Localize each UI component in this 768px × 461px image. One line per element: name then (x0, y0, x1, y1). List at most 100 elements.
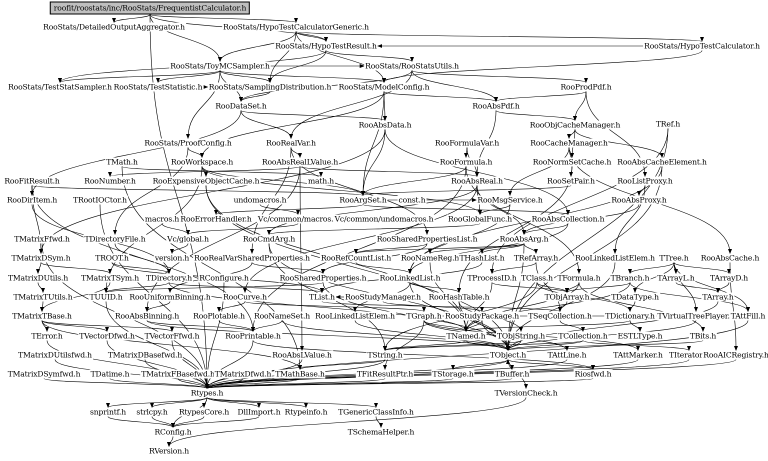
node-linkedlist[interactable]: RooLinkedList.h (378, 273, 442, 283)
node-abspdf[interactable]: RooAbsPdf.h (471, 101, 521, 111)
node-tvffwd[interactable]: TVectorFfwd.h (143, 331, 201, 341)
node-tvtp[interactable]: TVirtualTreePlayer.h (656, 311, 736, 321)
node-tref[interactable]: TRef.h (654, 119, 682, 129)
node-sharedpl[interactable]: RooSharedPropertiesList.h (375, 234, 479, 244)
node-tdatatype[interactable]: TDataType.h (610, 292, 660, 302)
node-prodpdf[interactable]: RooProdPdf.h (559, 82, 613, 92)
node-titerator[interactable]: TIterator.h (668, 350, 710, 360)
node-absbin[interactable]: RooAbsBinning.h (113, 311, 181, 321)
node-argset[interactable]: RooArgSet.h (338, 195, 388, 205)
node-rsutils[interactable]: RooStats/RooStatsUtils.h (364, 61, 460, 71)
node-tmdsym[interactable]: TMatrixDSym.h (10, 253, 72, 263)
node-listproxy[interactable]: RooListProxy.h (616, 176, 674, 186)
node-normset[interactable]: RooNormSetCache.h (531, 157, 613, 167)
node-tgci[interactable]: TGenericClassInfo.h (337, 407, 415, 417)
node-tcoll[interactable]: TCollection.h (557, 331, 609, 341)
node-terror[interactable]: TError.h (30, 331, 64, 341)
node-vcmacros[interactable]: Vc/common/macros.h (256, 214, 340, 224)
node-tobjarray[interactable]: TObjArray.h (543, 292, 591, 302)
node-rconfigure[interactable]: RConfigure.h (198, 273, 250, 283)
node-unibin[interactable]: RooUniformBinning.h (128, 292, 212, 302)
node-tuuid[interactable]: TUUID.h (88, 292, 124, 302)
node-tmtutils[interactable]: TMatrixTUtils.h (12, 292, 74, 302)
node-dllimport[interactable]: DllImport.h (236, 407, 282, 417)
node-curve[interactable]: RooCurve.h (222, 292, 268, 302)
node-number[interactable]: RooNumber.h (83, 176, 137, 186)
node-htc[interactable]: RooStats/HypoTestCalculator.h (643, 41, 761, 51)
node-tseqcoll[interactable]: TSeqCollection.h (527, 311, 593, 321)
node-nameset[interactable]: RooNameSet.h (253, 311, 311, 321)
node-tclass[interactable]: TClass.h (520, 273, 554, 283)
node-rversion[interactable]: RVersion.h (148, 446, 190, 456)
node-absdata[interactable]: RooAbsData.h (357, 120, 413, 130)
node-plotable[interactable]: RooPlotable.h (192, 311, 246, 321)
node-dataset[interactable]: RooDataSet.h (214, 101, 268, 111)
node-absarg[interactable]: RooAbsArg.h (498, 234, 550, 244)
node-tdirectory[interactable]: TDirectory.h (145, 273, 193, 283)
node-errh[interactable]: RooErrorHandler.h (179, 214, 253, 224)
node-printable[interactable]: RooPrintable.h (224, 331, 282, 341)
node-tmath[interactable]: TMath.h (105, 157, 139, 167)
node-absvalue[interactable]: RooAbsLValue.h (271, 350, 333, 360)
node-tarrayl[interactable]: TArrayL.h (656, 273, 696, 283)
node-troot[interactable]: TROOT.h (94, 253, 130, 263)
node-absreal[interactable]: RooAbsReal.h (450, 176, 504, 186)
node-objcm[interactable]: RooObjCacheManager.h (528, 120, 622, 130)
node-globfunc[interactable]: RooGlobalFunc.h (446, 214, 514, 224)
node-tmff[interactable]: TMatrixFfwd.h (13, 234, 71, 244)
node-tnamed[interactable]: TNamed.h (445, 331, 487, 341)
node-sdist[interactable]: RooStats/SamplingDistribution.h (207, 82, 333, 92)
node-mathh[interactable]: math.h (306, 176, 336, 186)
node-version[interactable]: version.h (153, 253, 191, 263)
node-tlist[interactable]: TList.h (308, 292, 336, 302)
node-tobjstring[interactable]: TObjString.h (495, 331, 547, 341)
node-formula[interactable]: RooFormula.h (438, 157, 494, 167)
node-absrealv[interactable]: RooAbsRealLValue.h (260, 157, 340, 167)
node-setpair[interactable]: RooSetPair.h (546, 176, 596, 186)
node-tmathbase[interactable]: TMathBase.h (274, 369, 326, 379)
node-thashlist[interactable]: THashList.h (458, 253, 506, 263)
node-root[interactable]: roofit/roostats/inc/RooStats/Frequentist… (49, 1, 251, 15)
node-consth[interactable]: const.h (397, 195, 427, 205)
node-ttree[interactable]: TTree.h (658, 253, 690, 263)
node-htr[interactable]: RooStats/HypoTestResult.h (274, 41, 378, 51)
node-abscoll[interactable]: RooAbsCollection.h (530, 214, 606, 224)
node-proof[interactable]: RooStats/ProofConfig.h (143, 138, 233, 148)
node-abscache[interactable]: RooAbsCache.h (699, 253, 761, 263)
node-undomacros[interactable]: undomacros.h (232, 195, 288, 205)
node-tbranch[interactable]: TBranch.h (609, 273, 651, 283)
node-doag[interactable]: RooStats/DetailedOutputAggregator.h (42, 22, 186, 32)
node-workspace[interactable]: RooWorkspace.h (169, 157, 235, 167)
node-tarrayd[interactable]: TArrayD.h (709, 273, 749, 283)
node-cachemgr[interactable]: RooCacheManager.h (529, 138, 609, 148)
node-realvar[interactable]: RooRealVar.h (265, 138, 317, 148)
node-formvar[interactable]: RooFormulaVar.h (433, 138, 501, 148)
node-tattfill[interactable]: TAttFill.h (729, 311, 767, 321)
node-tvcheck[interactable]: TVersionCheck.h (493, 388, 559, 398)
node-tmdsymfwd[interactable]: TMatrixDSymfwd.h (6, 369, 82, 379)
node-aicreg[interactable]: RooAICRegistry.h (702, 350, 768, 360)
node-expobj[interactable]: RooExpensiveObjectCache.h (151, 176, 261, 186)
node-estltype[interactable]: ESTLType.h (616, 331, 664, 341)
node-tstorage[interactable]: TStorage.h (431, 369, 475, 379)
node-hashtable[interactable]: RooHashTable.h (427, 292, 491, 302)
node-tmdfwd[interactable]: TMatrixDfwd.h (213, 369, 273, 379)
node-tbits[interactable]: TBits.h (688, 331, 718, 341)
node-tmtbase[interactable]: TMatrixTBase.h (11, 311, 73, 321)
node-cmdarg[interactable]: RooCmdArg.h (241, 234, 297, 244)
node-tdatime[interactable]: TDatime.h (89, 369, 131, 379)
node-tarray[interactable]: TArray.h (701, 292, 735, 302)
node-tstat[interactable]: RooStats/TestStatistic.h (112, 82, 204, 92)
node-vcglobal[interactable]: Vc/global.h (166, 234, 210, 244)
node-tschema[interactable]: TSchemaHelper.h (346, 427, 416, 437)
node-msgsvc[interactable]: RooMsgService.h (476, 195, 544, 205)
node-studypkg[interactable]: RooStudyPackage.h (444, 311, 520, 321)
node-tdict[interactable]: TDictionary.h (604, 311, 656, 321)
node-htcg[interactable]: RooStats/HypoTestCalculatorGeneric.h (222, 22, 370, 32)
node-trootio[interactable]: TRootIOCtor.h (72, 195, 128, 205)
node-tvdfwd[interactable]: TVectorDfwd.h (78, 331, 136, 341)
node-linkedlistelem[interactable]: RooLinkedListElem.h (314, 311, 396, 321)
node-linkedlistel[interactable]: RooLinkedListElem.h (574, 253, 656, 263)
node-dirit[interactable]: RooDirItem.h (5, 195, 59, 205)
node-rconfig[interactable]: RConfig.h (153, 427, 193, 437)
